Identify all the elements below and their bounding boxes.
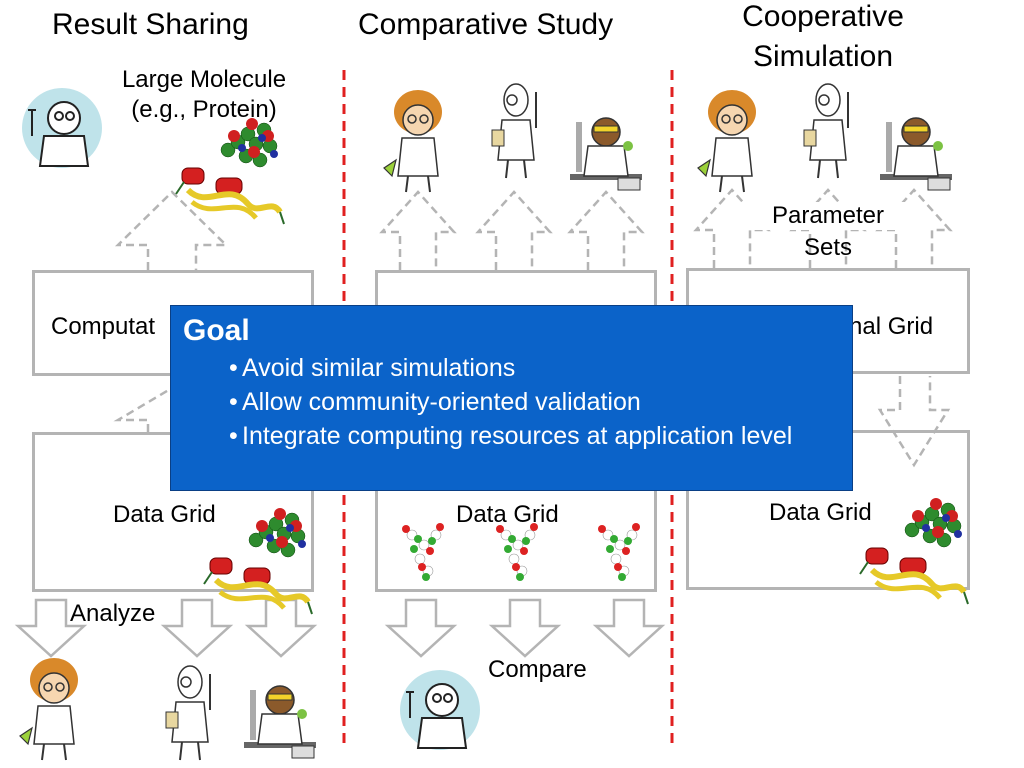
scientist-icon-coop-2 [803,83,849,179]
scientist-icon-coop-3 [879,117,953,191]
scientist-icon-compare-bottom [399,669,481,751]
protein-molecule-icon-top [176,118,284,224]
scientist-icon-compare-3 [569,117,643,191]
up-arrow-compare-2 [475,190,553,270]
small-molecule-icon-1 [401,522,445,582]
down-arrow-comp-to-data [877,376,951,468]
goal-panel: Goal Avoid similar simulations Allow com… [170,305,853,491]
down-arrow-compare-2 [488,598,562,658]
left-computational-grid-label: Computat [51,313,156,340]
parameter-sets-label-line2: Sets [803,234,853,261]
heading-result-sharing: Result Sharing [52,8,249,41]
goal-item-community-validation: Allow community-oriented validation [229,385,832,419]
large-molecule-label-line2: (e.g., Protein) [131,96,277,123]
up-arrow-coop-2 [789,188,867,268]
right-data-grid-label: Data Grid [769,499,872,526]
middle-data-grid-label: Data Grid [456,501,559,528]
scientist-icon-coop-1 [697,89,757,193]
heading-comparative-study: Comparative Study [358,8,614,41]
up-arrow-coop-1 [693,188,771,268]
heading-cooperative-line2: Simulation [752,40,894,73]
right-computational-grid-label: nal Grid [849,313,934,340]
scientist-icon-compare-2 [491,83,537,179]
scientist-icon-compare-1 [383,89,443,193]
down-arrow-analyze-3 [244,598,318,658]
down-arrow-compare-1 [384,598,458,658]
goal-item-integrate-resources: Integrate computing resources at applica… [229,419,832,453]
protein-molecule-icon-right-data-grid [860,498,968,604]
up-arrow-result-sharing [114,190,230,270]
down-arrow-analyze-2 [160,598,234,658]
down-arrow-compare-3 [592,598,666,658]
up-arrow-compare-1 [379,190,457,270]
large-molecule-label-line1: Large Molecule [121,66,287,93]
parameter-sets-label-line1: Parameter [742,202,914,230]
small-molecule-icon-3 [597,522,641,582]
scientist-icon-result-sharing [21,87,103,169]
scientist-icon-analyze-2 [165,665,211,761]
protein-molecule-icon-left-data-grid [204,508,312,614]
compare-label: Compare [488,656,587,683]
goal-title: Goal [183,314,250,347]
heading-cooperative-line1: Cooperative [742,0,904,33]
goal-list: Avoid similar simulations Allow communit… [229,351,832,453]
scientist-icon-analyze-1 [19,657,79,761]
scientist-icon-analyze-3 [243,685,317,759]
left-data-grid-label: Data Grid [113,501,216,528]
small-molecule-icon-2 [495,522,539,582]
goal-item-avoid-similar: Avoid similar simulations [229,351,832,385]
down-arrow-analyze-1 [14,598,88,658]
up-arrow-compare-3 [567,190,645,270]
analyze-label: Analyze [70,600,156,627]
up-arrow-coop-3 [875,188,953,268]
